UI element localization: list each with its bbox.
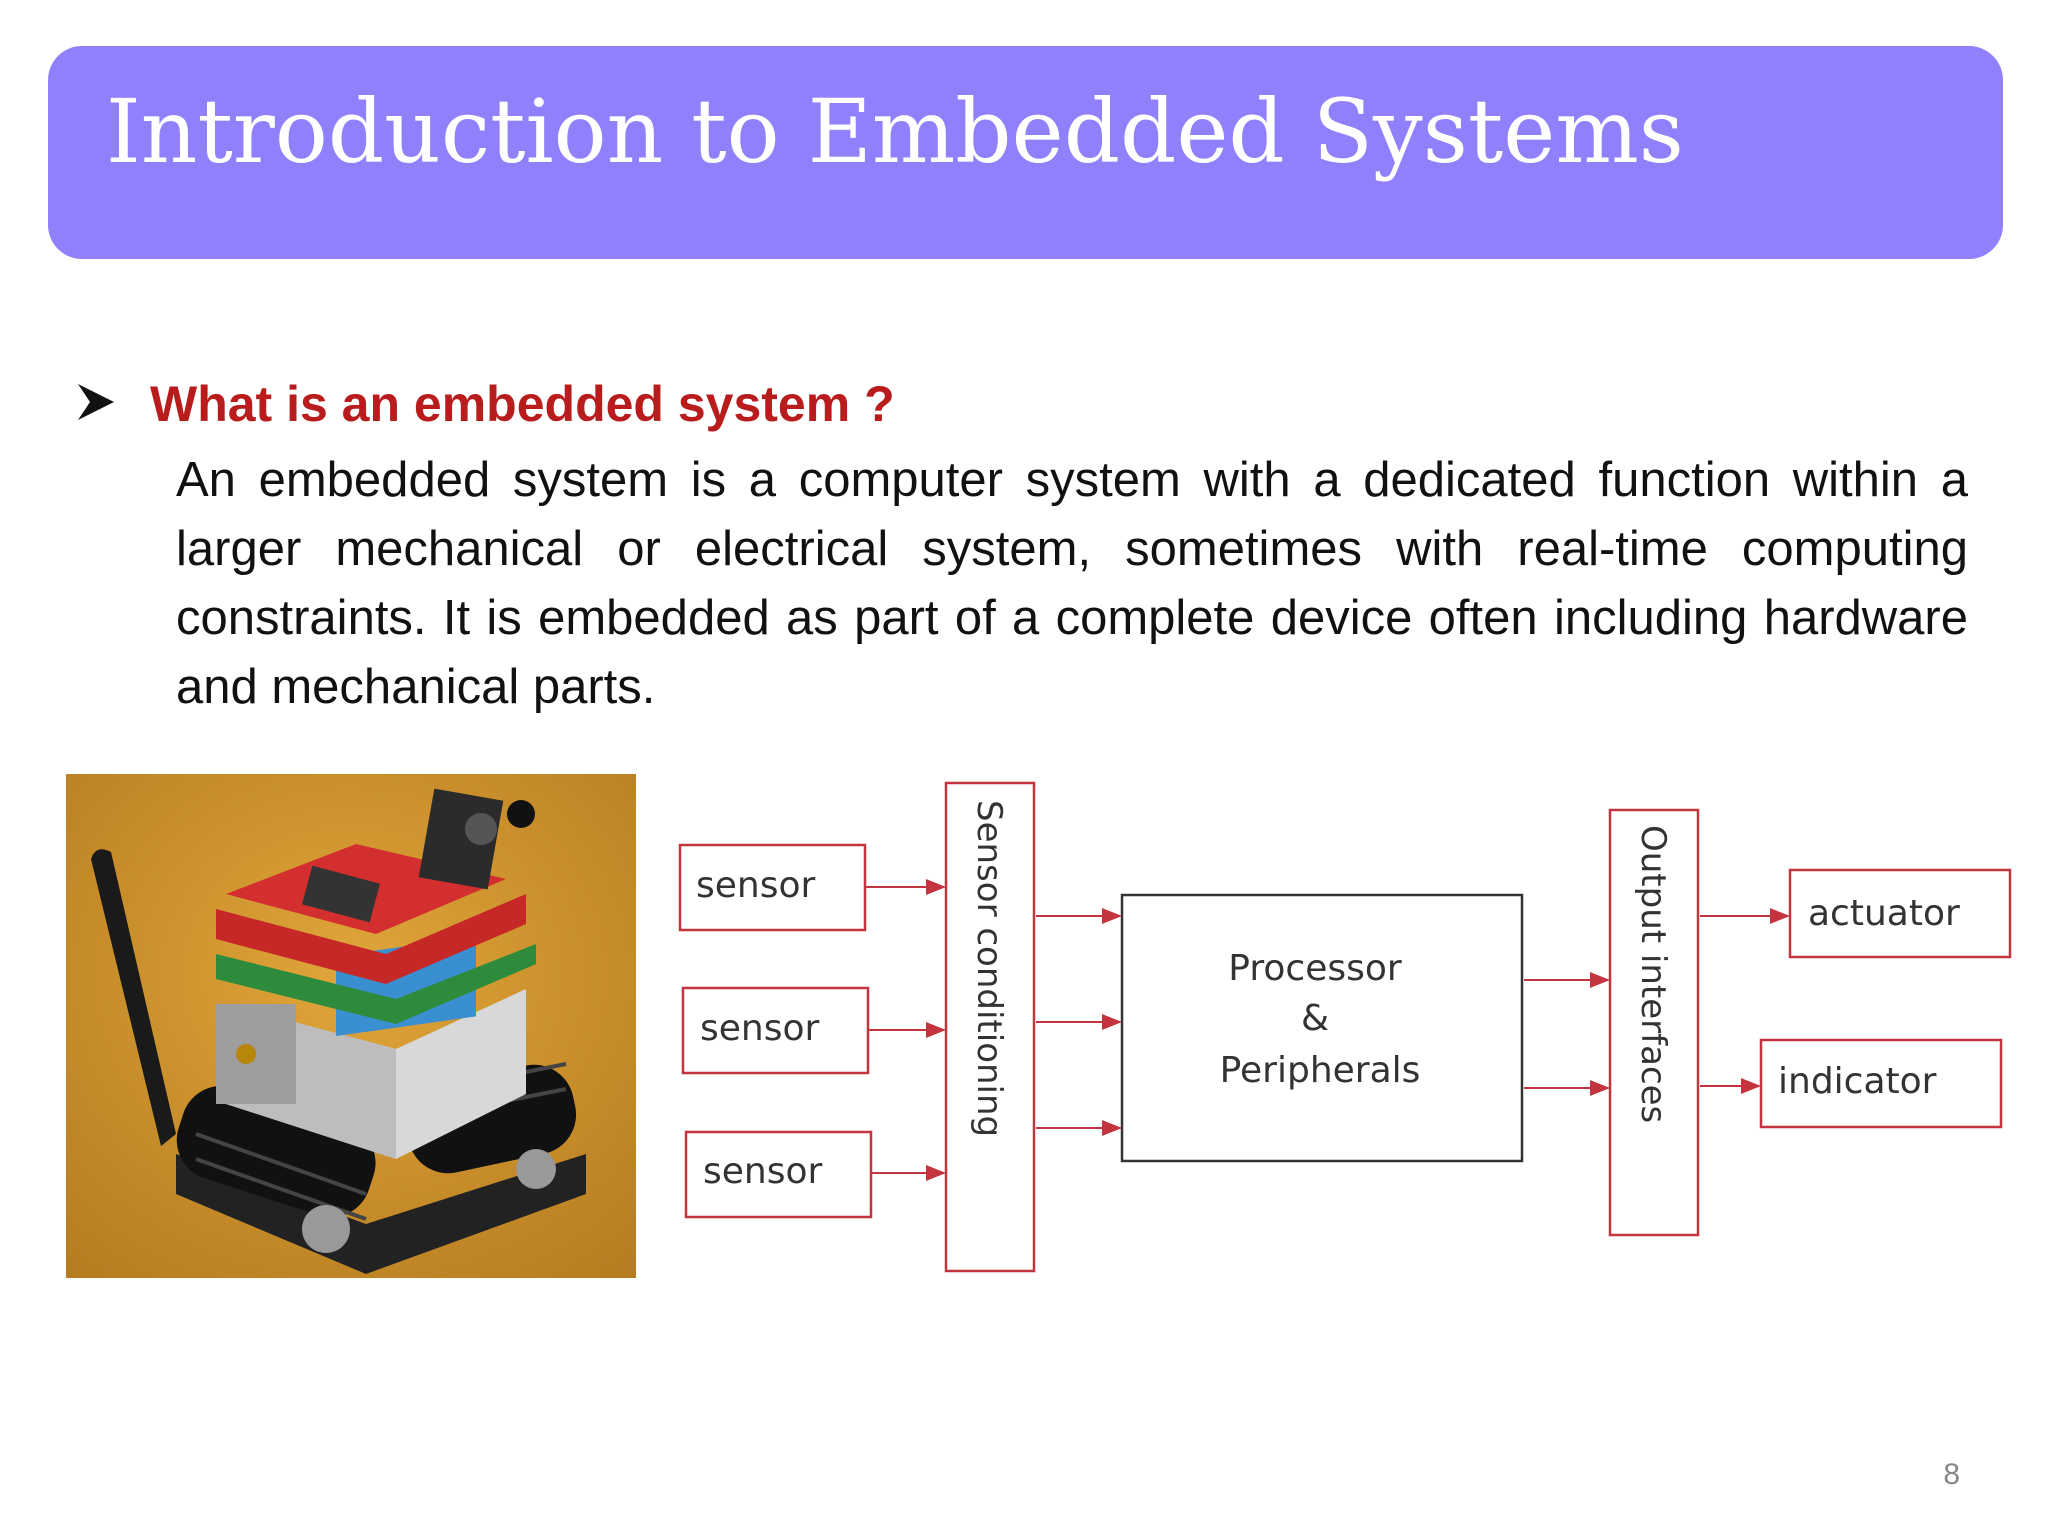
processor-box xyxy=(1120,893,1524,1163)
definition-paragraph: An embedded system is a computer system … xyxy=(176,453,1968,714)
output-interfaces-label: Output interfaces xyxy=(1633,825,1673,1123)
embedded-system-block-diagram: sensor sensor sensor Sensor conditioning… xyxy=(678,781,2012,1273)
slide-title: Introduction to Embedded Systems xyxy=(106,80,1684,183)
peripherals-label: Peripherals xyxy=(1220,1050,1421,1091)
question-heading: What is an embedded system ? xyxy=(150,376,895,432)
actuator-box xyxy=(1788,868,2012,959)
sensor-label: sensor xyxy=(696,865,816,906)
actuator-label: actuator xyxy=(1808,893,1960,934)
title-banner xyxy=(48,46,2003,259)
sensor-conditioning-box xyxy=(944,781,1036,1273)
output-interfaces-box xyxy=(1608,808,1700,1237)
processor-label: Processor xyxy=(1228,948,1402,989)
processor-ampersand: & xyxy=(1301,998,1329,1039)
sensor-label: sensor xyxy=(700,1008,820,1049)
page-number: 8 xyxy=(1943,1458,1960,1491)
indicator-box xyxy=(1759,1038,2003,1129)
sensor-box xyxy=(684,1130,873,1219)
indicator-label: indicator xyxy=(1778,1061,1937,1102)
sensor-label: sensor xyxy=(703,1151,823,1192)
arrowhead-bullet-icon xyxy=(78,384,114,420)
sensor-conditioning-label: Sensor conditioning xyxy=(969,800,1009,1137)
tracked-robot-photo xyxy=(66,774,636,1278)
